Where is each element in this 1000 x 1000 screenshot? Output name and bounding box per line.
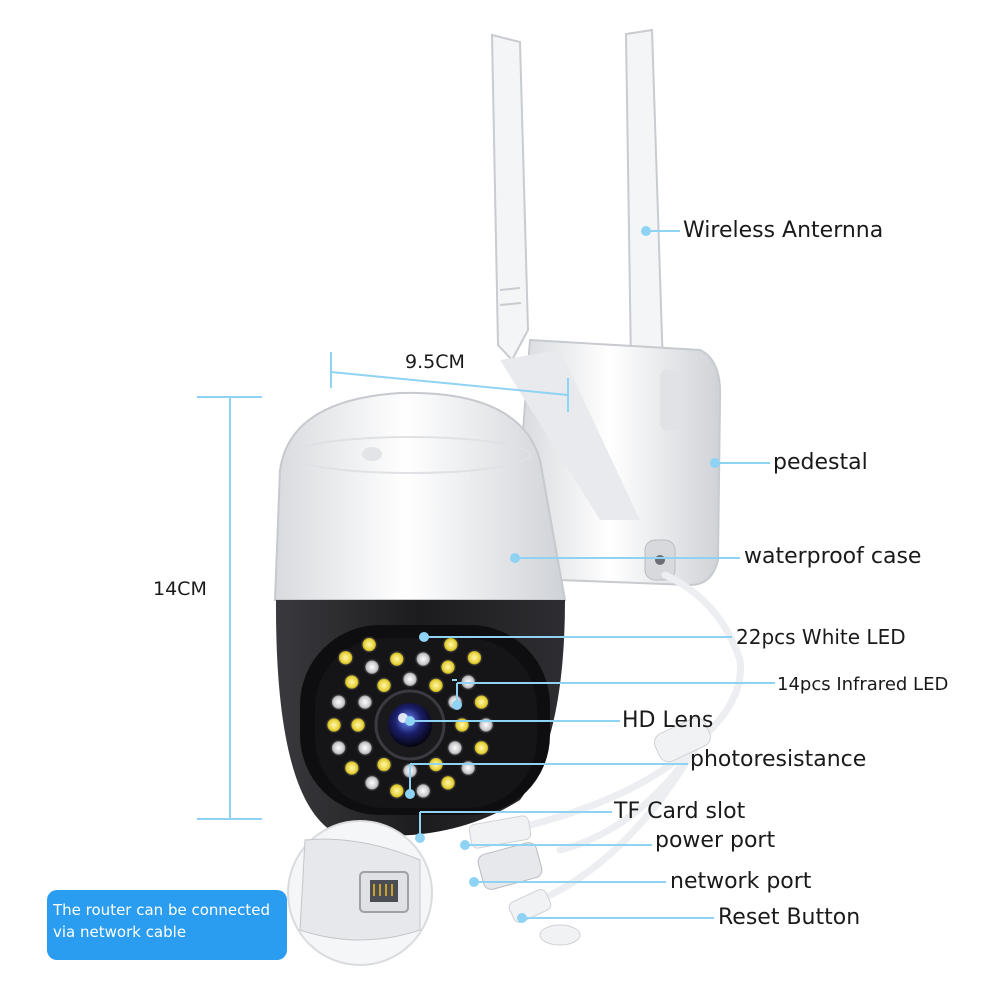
white-led-icon: [349, 716, 367, 734]
white-led-icon: [360, 636, 378, 653]
dimension-lines: [197, 352, 569, 820]
callout-reset-button: Reset Button: [718, 905, 861, 930]
width-dimension-label: 9.5CM: [405, 351, 465, 373]
callout-lines: [405, 226, 775, 923]
infrared-led-icon: [446, 739, 464, 757]
infrared-led-icon: [363, 774, 381, 792]
height-dimension-label: 14CM: [153, 578, 207, 600]
white-led-icon: [442, 636, 460, 653]
white-led-icon: [473, 739, 490, 757]
callout-hd-lens: HD Lens: [622, 708, 714, 733]
infrared-led-icon: [356, 739, 374, 757]
router-note-line2: via network cable: [53, 922, 187, 941]
ethernet-jack-closeup-icon: [287, 820, 433, 966]
infrared-led-icon: [330, 693, 347, 711]
infrared-led-icon: [477, 716, 495, 734]
callout-tf-card-slot: TF Card slot: [614, 799, 746, 824]
white-led-icon: [388, 650, 406, 668]
callout-infrared-led: 14pcs Infrared LED: [777, 674, 949, 695]
white-led-icon: [375, 677, 393, 694]
white-led-icon: [439, 774, 457, 792]
white-led-icon: [473, 693, 490, 711]
white-led-icon: [375, 756, 393, 773]
infrared-led-icon: [330, 739, 347, 757]
router-note-line1: The router can be connected: [53, 901, 271, 919]
callout-photoresistance: photoresistance: [690, 747, 867, 772]
infrared-led-icon: [363, 658, 381, 676]
callout-white-led: 22pcs White LED: [736, 625, 906, 649]
infrared-led-icon: [414, 650, 432, 668]
callout-network-port: network port: [670, 869, 812, 894]
infrared-led-icon: [356, 693, 374, 711]
camera-dome-icon: [273, 391, 567, 836]
white-led-icon: [388, 782, 406, 800]
white-led-icon: [337, 649, 354, 666]
white-led-icon: [427, 677, 445, 694]
callout-power-port: power port: [655, 828, 776, 853]
infrared-led-icon: [459, 759, 477, 777]
white-led-icon: [343, 673, 361, 691]
white-led-icon: [439, 658, 457, 676]
white-led-icon: [325, 716, 343, 734]
white-led-icon: [453, 716, 471, 734]
callout-antenna: Wireless Anternna: [683, 218, 884, 243]
white-led-icon: [343, 759, 361, 777]
white-led-icon: [466, 649, 483, 666]
callout-waterproof-case: waterproof case: [744, 544, 922, 569]
led-ring: [325, 636, 495, 800]
infrared-led-icon: [414, 782, 432, 800]
infrared-led-icon: [401, 670, 419, 688]
router-note-box: The router can be connected via network …: [47, 890, 287, 960]
callout-pedestal: pedestal: [773, 450, 868, 475]
